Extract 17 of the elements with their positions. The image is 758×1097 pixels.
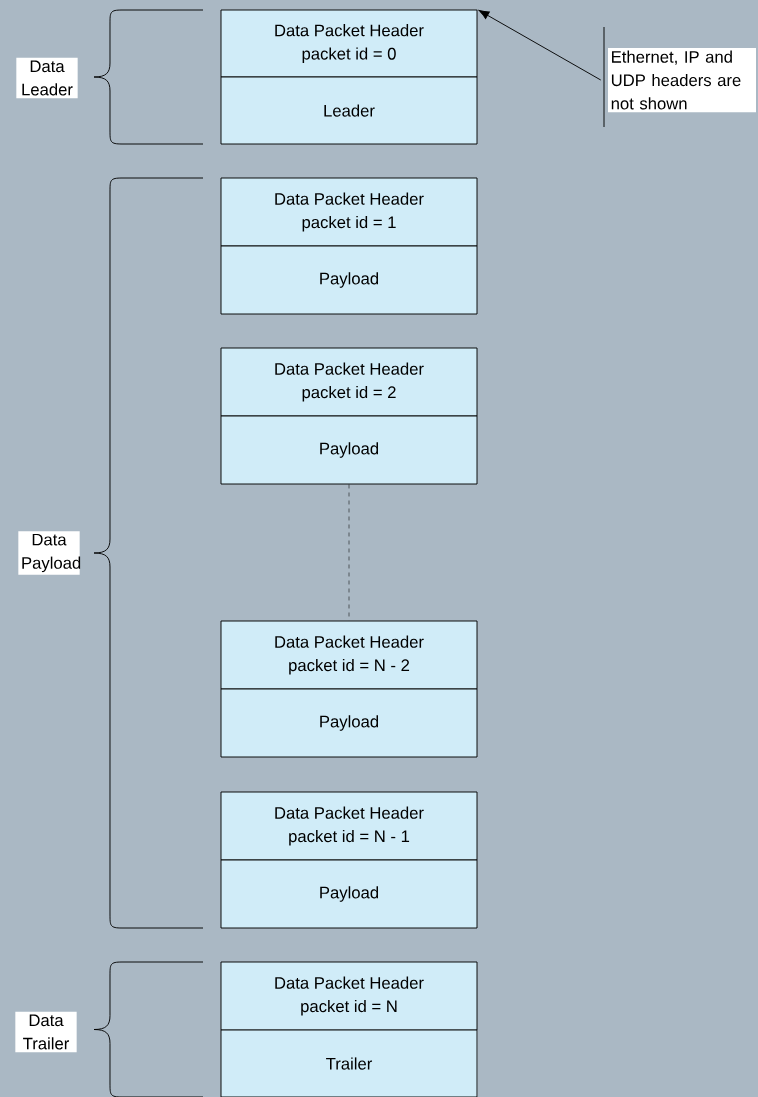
content-box: Payload <box>220 859 478 929</box>
header-box: Data Packet Header packet id = 1 <box>220 177 478 247</box>
content-box: Trailer <box>220 1029 478 1097</box>
callout-note: Ethernet, IP and UDP headers are not shown <box>608 47 756 113</box>
header-box: Data Packet Header packet id = N - 1 <box>220 791 478 861</box>
brace-label: Data Leader <box>16 57 78 99</box>
brace-label: Data Trailer <box>15 1011 77 1053</box>
header-box: Data Packet Header packet id = 2 <box>220 347 478 417</box>
brace-label: Data Payload <box>18 531 81 575</box>
header-box: Data Packet Header packet id = 0 <box>220 9 478 78</box>
content-box: Payload <box>220 415 478 485</box>
content-box: Leader <box>220 76 478 145</box>
leader-arrow <box>478 10 602 81</box>
header-box: Data Packet Header packet id = N - 2 <box>220 620 478 690</box>
content-box: Payload <box>220 245 478 315</box>
content-box: Payload <box>220 688 478 758</box>
header-box: Data Packet Header packet id = N <box>220 961 478 1031</box>
